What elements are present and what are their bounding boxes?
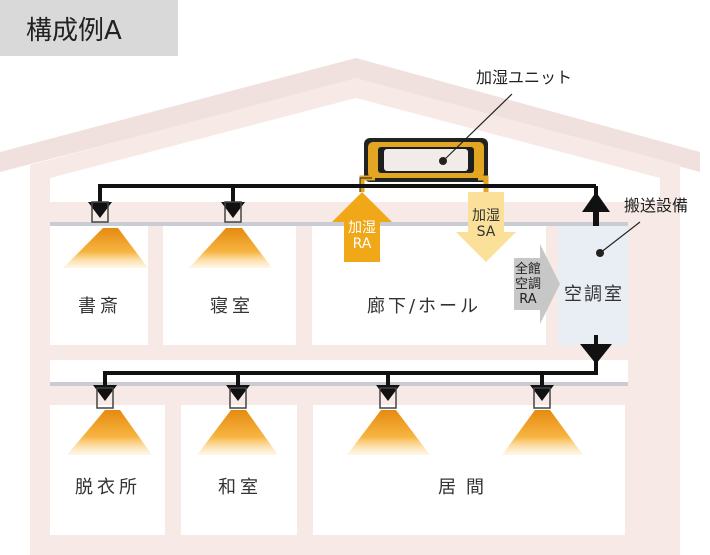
whole-ra-label-line: 全館 bbox=[514, 262, 542, 277]
title-box: 構成例A bbox=[0, 0, 178, 56]
light-cone bbox=[347, 410, 430, 455]
diffuser bbox=[224, 201, 242, 223]
duct-arrow-down bbox=[530, 385, 554, 401]
duct-arrow-down bbox=[226, 385, 250, 401]
duct-arrow-down bbox=[580, 344, 612, 364]
room-label-dressing: 脱衣所 bbox=[75, 477, 141, 498]
room-label-living: 居間 bbox=[438, 477, 494, 498]
humidifier-core bbox=[384, 149, 468, 171]
supply-duct-lower bbox=[103, 364, 598, 390]
room-ac bbox=[558, 225, 628, 345]
duct-arrow-down bbox=[93, 385, 117, 401]
light-cone bbox=[189, 228, 272, 268]
callout-leader-humidifier bbox=[442, 93, 513, 162]
diffuser bbox=[379, 387, 397, 409]
diffuser bbox=[533, 387, 551, 409]
humid-sa-label-line: 加湿 bbox=[472, 208, 500, 224]
humid-ra-label-line: 加湿 bbox=[348, 220, 376, 236]
humidifier-callout: 加湿ユニット bbox=[476, 68, 573, 87]
humid-sa-label: 加湿 SA bbox=[472, 208, 500, 240]
humid-sa-label-line: SA bbox=[476, 224, 496, 240]
diffuser bbox=[91, 201, 109, 223]
duct-arrow-down bbox=[376, 385, 400, 401]
duct-arrow-down bbox=[221, 202, 245, 218]
duct-arrow-up bbox=[582, 192, 610, 212]
room-label-japanese: 和室 bbox=[218, 477, 262, 498]
humid-ra-arrow bbox=[332, 192, 392, 262]
room-label-study: 書斎 bbox=[78, 296, 122, 317]
room-label-ac: 空調室 bbox=[564, 284, 624, 305]
duct-arrow-down bbox=[88, 202, 112, 218]
light-cone bbox=[67, 410, 152, 455]
whole-ra-label-line: 空調 bbox=[514, 277, 542, 292]
light-cone bbox=[63, 228, 148, 268]
attic-space bbox=[50, 98, 660, 202]
room-label-hall: 廊下/ホール bbox=[366, 296, 482, 317]
ac-shaft bbox=[593, 212, 599, 226]
humid-ra-label-line: RA bbox=[352, 236, 372, 252]
room-living bbox=[313, 405, 625, 535]
callout-leader-conveyor bbox=[599, 221, 641, 254]
light-cone bbox=[502, 410, 583, 455]
whole-ra-arrow bbox=[514, 244, 560, 324]
diagram-title: 構成例A bbox=[26, 16, 122, 46]
supply-duct-upper bbox=[98, 184, 596, 208]
ceiling-lower bbox=[50, 382, 628, 386]
room-label-bedroom: 寝室 bbox=[210, 296, 254, 317]
humid-ra-label: 加湿 RA bbox=[348, 220, 376, 252]
whole-ra-label-line: RA bbox=[519, 292, 537, 307]
diffuser bbox=[229, 387, 247, 409]
diffuser bbox=[96, 387, 114, 409]
humid-sa-arrow bbox=[456, 192, 516, 262]
light-cone bbox=[197, 410, 278, 455]
whole-ra-label: 全館 空調 RA bbox=[515, 262, 541, 307]
conveyor-callout: 搬送設備 bbox=[624, 196, 689, 215]
callout-dot bbox=[596, 249, 604, 257]
ceiling-upper bbox=[50, 222, 628, 226]
